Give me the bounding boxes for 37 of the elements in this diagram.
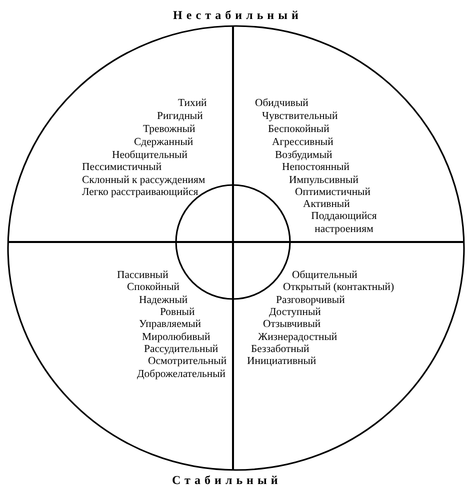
trait-label: Ровный	[160, 306, 195, 318]
trait-label: Импульсивный	[289, 174, 358, 186]
trait-label: Легко расстраивающийся	[82, 186, 198, 198]
trait-label: Беспокойный	[268, 122, 330, 136]
trait-label: Инициативный	[247, 354, 316, 368]
trait-label: Управляемый	[139, 318, 201, 330]
trait-label: Тихий	[178, 96, 207, 110]
trait-label: Спокойный	[127, 280, 180, 294]
trait-label: Разговорчивый	[276, 294, 345, 306]
trait-label: Оптимистичный	[295, 186, 370, 198]
trait-label: Жизнерадостный	[258, 330, 338, 344]
trait-label: Чувствительный	[262, 110, 338, 122]
trait-label: Пессимистичный	[82, 160, 162, 174]
trait-label: Миролюбивый	[142, 330, 210, 344]
trait-label: Необщительный	[112, 148, 188, 162]
trait-label: Возбудимый	[275, 148, 332, 162]
trait-label: Рассудительный	[144, 342, 218, 356]
trait-label: Ригидный	[157, 110, 203, 122]
trait-label: Отзывчивый	[263, 318, 321, 330]
trait-label: Пассивный	[117, 268, 168, 282]
trait-label: Беззаботный	[251, 342, 310, 356]
trait-label: Осмотрительный	[148, 354, 227, 368]
trait-label: Тревожный	[143, 122, 196, 136]
pole-label: Стабильный	[172, 472, 282, 488]
trait-label: Открытый (контактный)	[283, 280, 394, 294]
trait-label: Доступный	[269, 306, 321, 318]
trait-label: Общительный	[292, 268, 358, 282]
trait-label: Доброжелательный	[137, 368, 226, 380]
trait-label: Обидчивый	[255, 96, 308, 110]
trait-label: Непостоянный	[282, 160, 350, 174]
trait-label: Надежный	[139, 294, 188, 306]
trait-label: Агрессивный	[272, 136, 334, 148]
trait-label: Активный	[303, 198, 350, 210]
trait-label: Склонный к рассуждениям	[82, 174, 206, 186]
trait-label: Сдержанный	[134, 136, 194, 148]
pole-label: Нестабильный	[173, 8, 302, 22]
trait-label: Поддающийся настроениям	[310, 210, 378, 236]
